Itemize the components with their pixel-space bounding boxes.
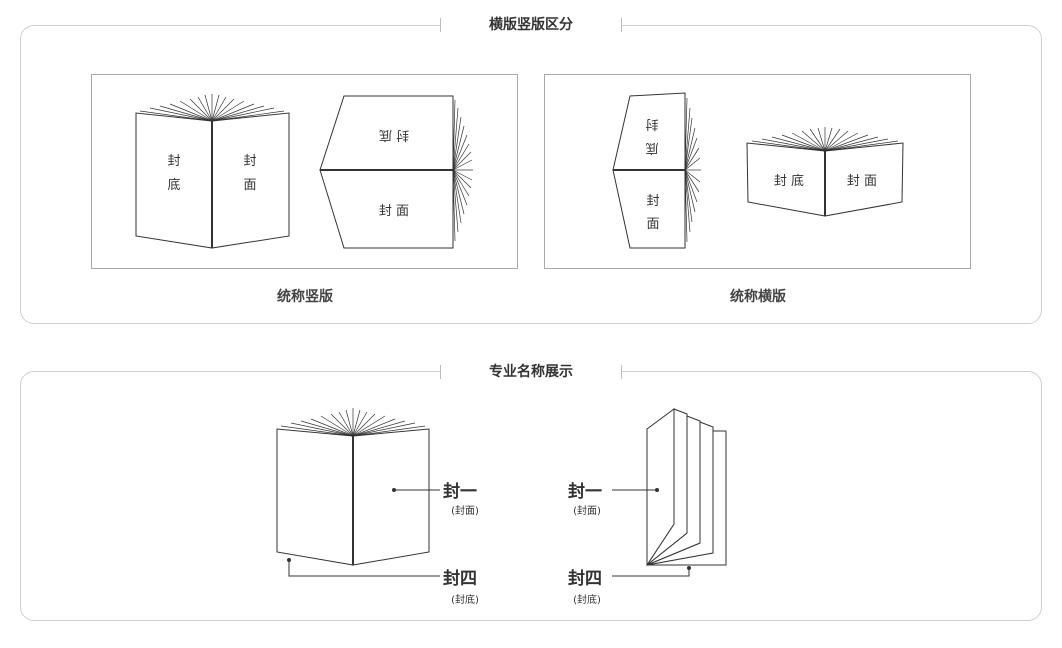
label-cover-four-sub: (封底) [451,593,479,606]
portrait-caption: 统称竖版 [277,289,333,305]
label-landscape-back-1: 封 [645,116,658,131]
section-title-terms: 专业名称展示 [440,363,622,381]
label-landscape-open-back: 封 底 [774,173,804,189]
label-cover-four-sub-right: (封底) [573,593,601,606]
cover-four-leader [287,558,440,577]
label-landscape-open-front: 封 面 [847,174,877,189]
label-cover-one: 封一 [443,481,477,502]
label-back-cover-flipped: 封 底 [379,127,409,143]
label-landscape-front-1: 封 [646,194,659,209]
cover-one-leader [392,488,440,492]
label-back-cover-1: 封 [167,154,180,169]
cover-one-leader-right [612,488,659,492]
label-landscape-back-2: 底 [645,140,658,156]
label-cover-one-sub-right: (封面) [573,504,601,517]
landscape-open-book [746,127,904,217]
label-back-cover-2: 底 [167,177,180,193]
label-cover-one-sub: (封面) [451,504,479,517]
label-landscape-front-2: 面 [646,217,659,232]
page-fan [684,97,701,243]
page-fan [280,408,426,437]
cover-four-leader-right [612,566,691,577]
portrait-flip-book [319,95,473,249]
terms-fanned-pages [646,408,727,567]
page-fan [452,99,473,242]
label-cover-four: 封四 [443,568,477,589]
label-cover-one-right: 封一 [568,481,602,502]
section-title-orientation: 横版竖版区分 [440,16,622,34]
section-panel-terms [20,371,1042,621]
label-front-cover-1: 封 [243,154,256,169]
landscape-flip-book [612,92,701,249]
portrait-open-book [135,94,290,249]
label-front-cover-flip: 封 面 [379,204,409,219]
label-cover-four-right: 封四 [568,568,602,589]
label-front-cover-2: 面 [243,178,256,193]
terms-open-book [276,408,430,566]
page-fan [751,127,899,152]
page-fan [139,94,285,122]
landscape-caption: 统称横版 [730,289,786,305]
